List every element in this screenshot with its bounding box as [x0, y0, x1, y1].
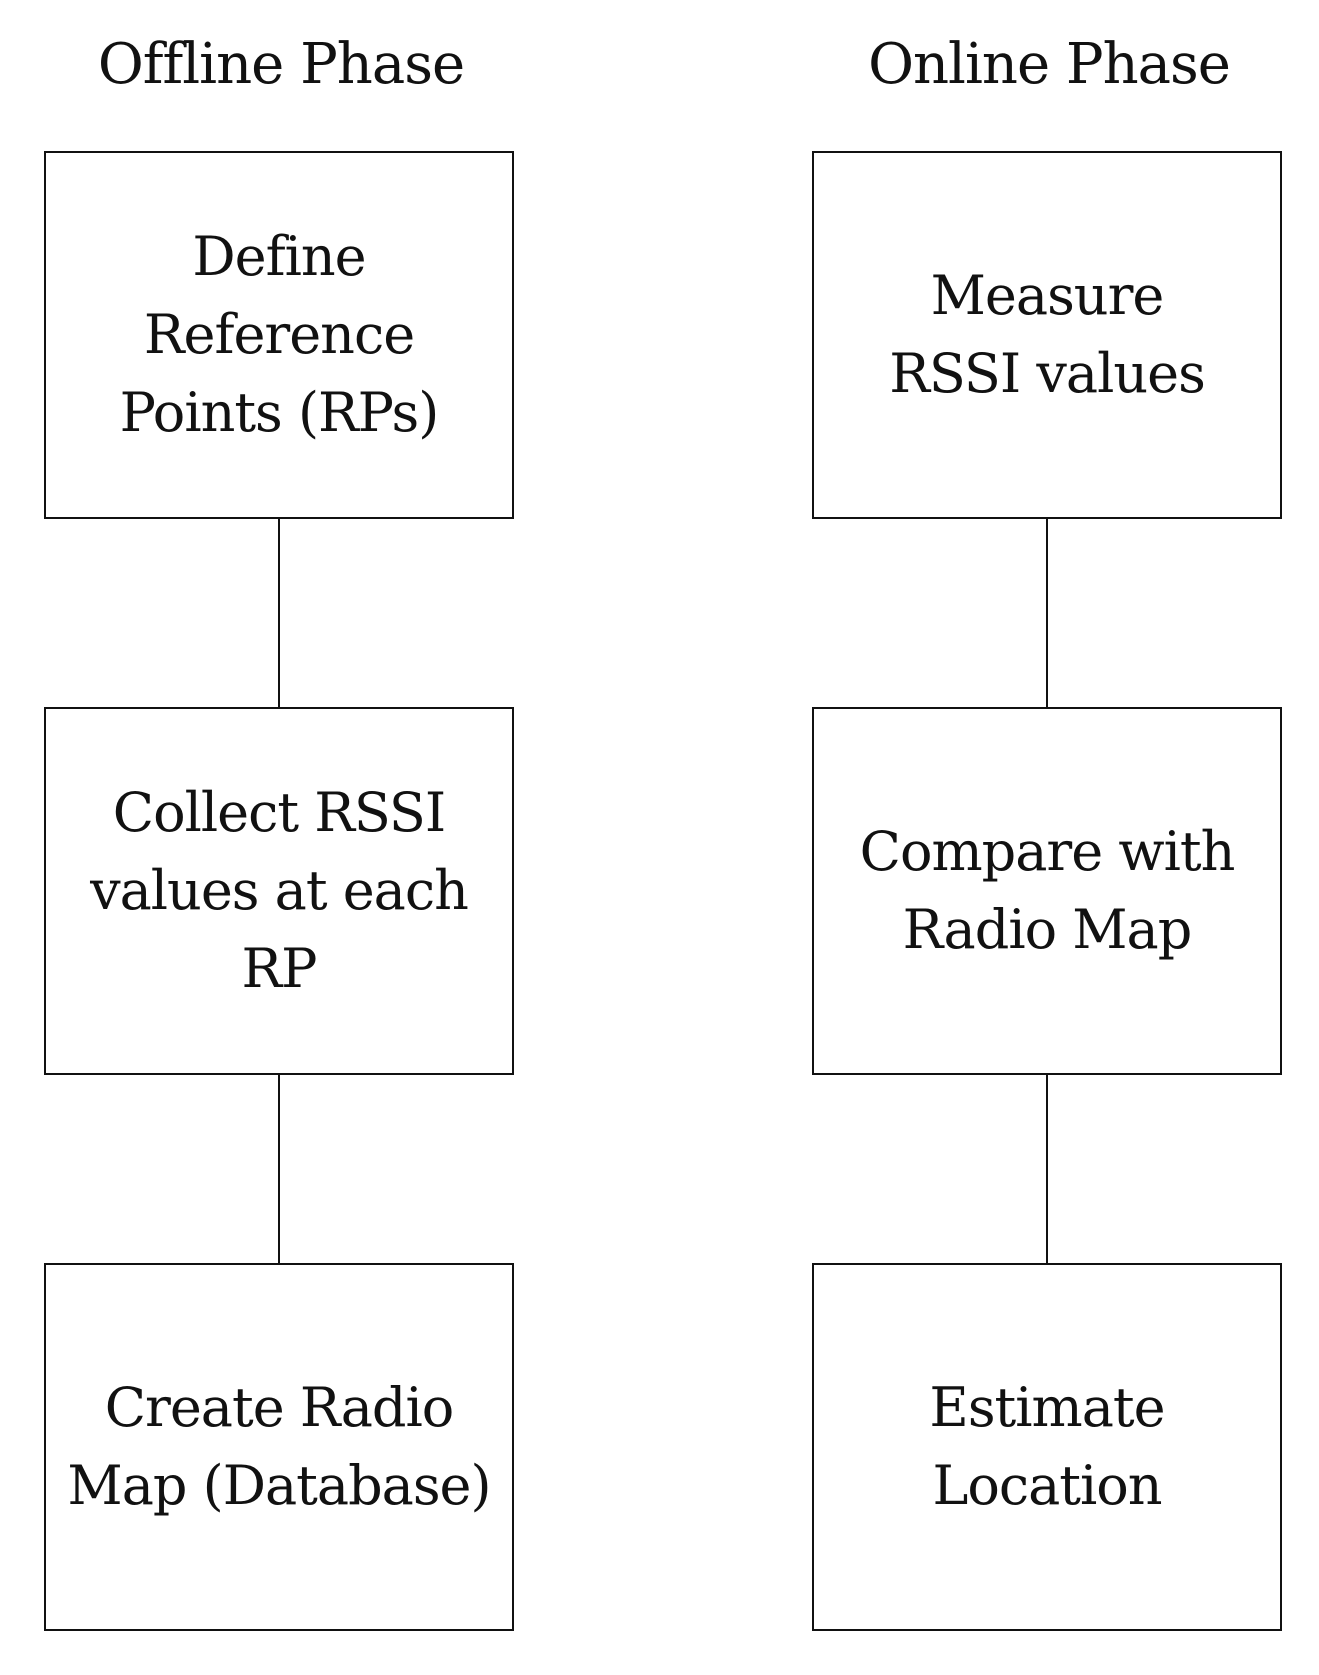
online-connector-1	[1046, 519, 1048, 707]
offline-connector-1	[278, 519, 280, 707]
online-step-label: Compare with Radio Map	[859, 820, 1236, 961]
offline-step-collect-rssi: Collect RSSI values at each RP	[44, 707, 514, 1075]
online-connector-2	[1046, 1075, 1048, 1263]
online-step-compare-radio-map: Compare with Radio Map	[812, 707, 1282, 1075]
online-step-label: Estimate Location	[929, 1376, 1165, 1517]
offline-step-label: Create Radio Map (Database)	[67, 1376, 491, 1517]
online-step-label: Measure RSSI values	[889, 264, 1206, 405]
online-step-estimate-location: Estimate Location	[812, 1263, 1282, 1631]
online-phase-title: Online Phase	[868, 32, 1231, 97]
online-step-measure-rssi: Measure RSSI values	[812, 151, 1282, 519]
offline-step-define-reference-points: Define Reference Points (RPs)	[44, 151, 514, 519]
offline-step-label: Define Reference Points (RPs)	[119, 225, 440, 444]
offline-connector-2	[278, 1075, 280, 1263]
offline-step-label: Collect RSSI values at each RP	[90, 781, 469, 1000]
offline-step-create-radio-map: Create Radio Map (Database)	[44, 1263, 514, 1631]
offline-phase-title: Offline Phase	[97, 32, 465, 97]
